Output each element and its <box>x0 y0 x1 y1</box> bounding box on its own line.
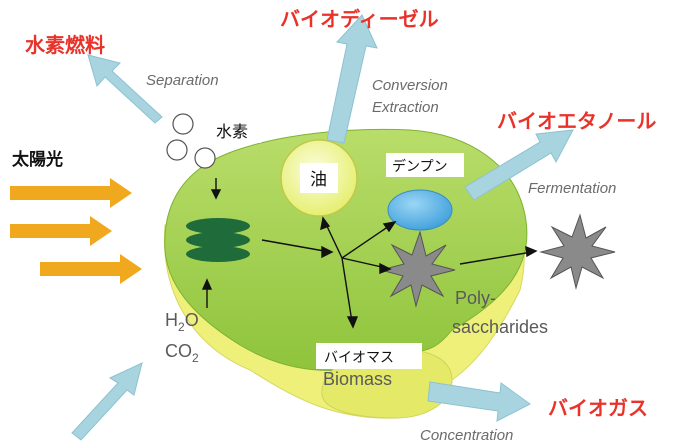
sunlight-arrows <box>10 178 142 284</box>
starch-granule <box>387 189 453 231</box>
biomass-en-label: Biomass <box>323 369 392 389</box>
sun-arrow-2 <box>10 216 112 246</box>
hydrogen-bubbles <box>166 113 216 169</box>
fermented-polysaccharide-icon <box>539 213 616 290</box>
oil-label: 油 <box>310 170 327 190</box>
product-bioethanol: バイオエタノール <box>497 109 656 133</box>
process-arrows <box>71 14 574 441</box>
h2o-label: H2O <box>165 310 199 334</box>
input-arrow <box>71 362 143 441</box>
product-hydrogen-fuel: 水素燃料 <box>25 33 105 57</box>
sun-arrow-3 <box>40 254 142 284</box>
product-biogas: バイオガス <box>548 396 648 420</box>
conversion-arrow <box>326 14 378 144</box>
chloroplast-icon <box>186 218 250 262</box>
process-concentration: Concentration <box>420 427 513 444</box>
sun-arrow-1 <box>10 178 132 208</box>
sunlight-label: 太陽光 <box>12 149 63 170</box>
polysaccharides-label-2: saccharides <box>452 317 548 337</box>
biomass-ja-label: バイオマス <box>324 350 394 366</box>
reaction-arrows <box>201 178 538 329</box>
separation-arrow <box>87 54 163 124</box>
process-fermentation: Fermentation <box>528 180 616 197</box>
process-separation: Separation <box>146 72 219 89</box>
co2-label: CO2 <box>165 341 199 365</box>
process-extraction: Extraction <box>372 99 439 116</box>
product-biodiesel: バイオディーゼル <box>280 7 439 31</box>
starch-label: デンプン <box>392 158 448 175</box>
cell-upper-layer <box>164 128 528 371</box>
fermentation-arrow <box>464 129 574 201</box>
hydrogen-label: 水素 <box>216 122 248 141</box>
concentration-arrow <box>427 381 531 422</box>
polysaccharides-label-1: Poly- <box>455 288 496 308</box>
process-conversion: Conversion <box>372 77 448 94</box>
